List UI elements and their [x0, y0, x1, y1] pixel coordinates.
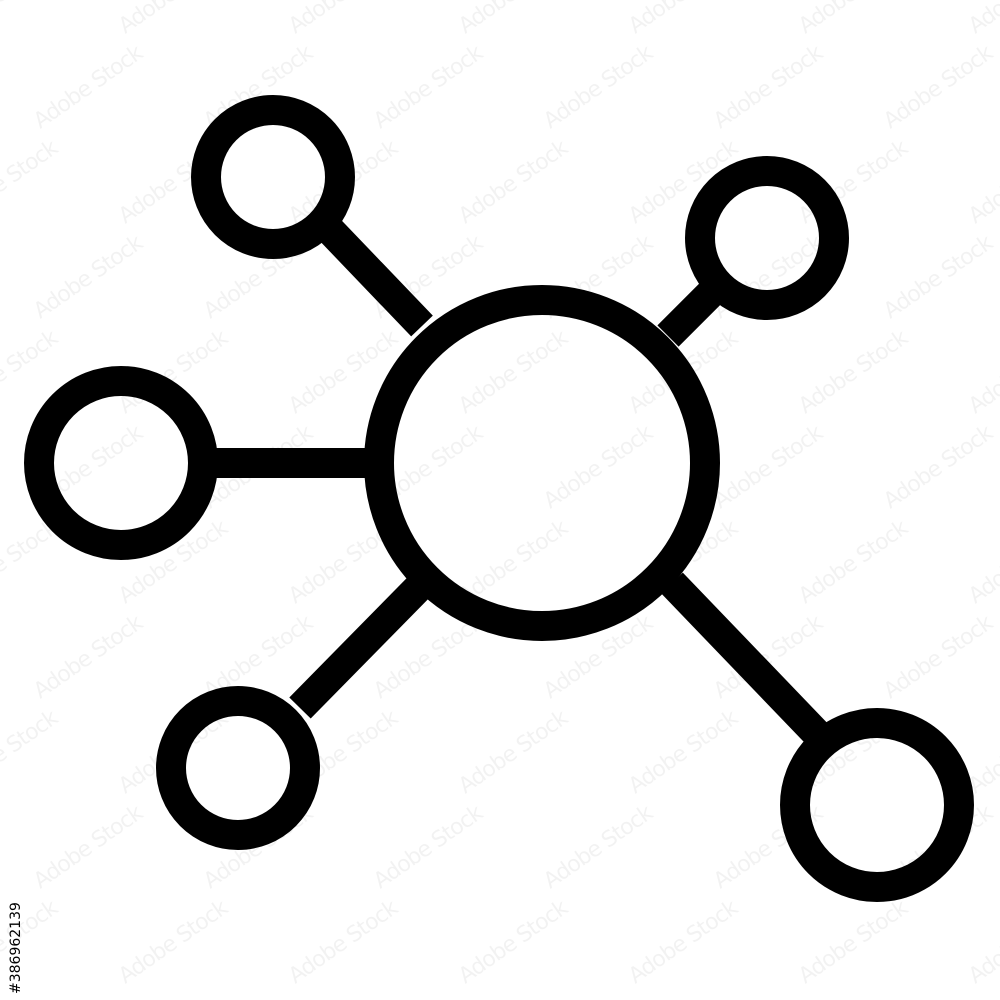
spoke-bottom-right: [661, 572, 829, 746]
stock-id-label: #386962139: [8, 902, 24, 994]
node-bottom-left: [156, 686, 320, 850]
center-node: [364, 285, 720, 641]
node-left: [24, 366, 218, 560]
spoke-top-left: [319, 219, 433, 337]
node-top-left: [191, 95, 355, 259]
spoke-top-right: [657, 277, 727, 347]
node-bottom-right: [780, 708, 974, 902]
node-top-right: [685, 156, 849, 320]
spoke-bottom-left: [289, 577, 429, 719]
